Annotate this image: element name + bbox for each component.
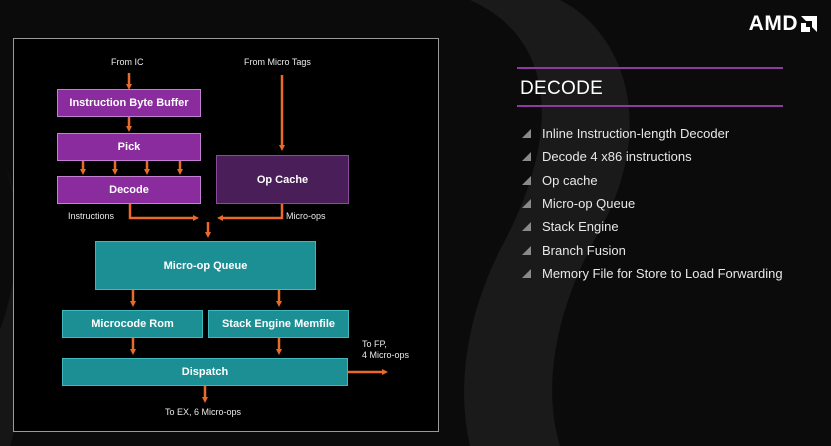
bullet-list: Inline Instruction-length Decoder Decode… xyxy=(522,122,783,285)
triangle-bullet-icon xyxy=(522,199,531,209)
bullet-text: Branch Fusion xyxy=(542,242,626,258)
stack-engine-memfile-block: Stack Engine Memfile xyxy=(208,310,349,338)
microcode-rom-block: Microcode Rom xyxy=(62,310,203,338)
panel-bottom-rule xyxy=(517,105,783,107)
label-to-fp: To FP, xyxy=(362,339,387,349)
panel-top-rule xyxy=(517,67,783,69)
bullet-text: Decode 4 x86 instructions xyxy=(542,149,692,165)
bullet-item: Branch Fusion xyxy=(522,238,783,261)
triangle-bullet-icon xyxy=(522,268,531,278)
op-cache-block: Op Cache xyxy=(216,155,349,204)
label-instructions: Instructions xyxy=(68,211,115,221)
arrow-opcache-microops xyxy=(217,204,284,221)
bullet-item: Inline Instruction-length Decoder xyxy=(522,122,783,145)
triangle-bullet-icon xyxy=(522,245,531,255)
bullet-item: Stack Engine xyxy=(522,215,783,238)
panel-title: DECODE xyxy=(520,78,604,99)
amd-arrow-icon xyxy=(801,16,817,32)
label-micro-ops: Micro-ops xyxy=(286,211,326,221)
decode-block: Decode xyxy=(57,176,201,204)
logo-text: AMD xyxy=(748,12,798,35)
label-from-ic: From IC xyxy=(111,57,144,67)
label-to-fp-count: 4 Micro-ops xyxy=(362,350,410,360)
bullet-item: Op cache xyxy=(522,169,783,192)
triangle-bullet-icon xyxy=(522,175,531,185)
triangle-bullet-icon xyxy=(522,129,531,139)
bullet-text: Micro-op Queue xyxy=(542,196,636,212)
bullet-text: Op cache xyxy=(542,172,598,188)
bullet-text: Stack Engine xyxy=(542,219,619,235)
instruction-byte-buffer-block: Instruction Byte Buffer xyxy=(57,89,201,117)
arrow-decode-instructions xyxy=(128,204,199,221)
micro-op-queue-block: Micro-op Queue xyxy=(95,241,316,290)
label-from-micro-tags: From Micro Tags xyxy=(244,57,311,67)
bullet-text: Memory File for Store to Load Forwarding xyxy=(542,265,783,281)
bullet-item: Memory File for Store to Load Forwarding xyxy=(522,262,783,285)
amd-logo: AMD xyxy=(749,12,817,36)
dispatch-block: Dispatch xyxy=(62,358,348,386)
bullet-text: Inline Instruction-length Decoder xyxy=(542,126,730,142)
pick-block: Pick xyxy=(57,133,201,161)
bullet-item: Decode 4 x86 instructions xyxy=(522,145,783,168)
bullet-item: Micro-op Queue xyxy=(522,192,783,215)
triangle-bullet-icon xyxy=(522,152,531,162)
triangle-bullet-icon xyxy=(522,222,531,232)
label-to-ex: To EX, 6 Micro-ops xyxy=(165,407,242,417)
